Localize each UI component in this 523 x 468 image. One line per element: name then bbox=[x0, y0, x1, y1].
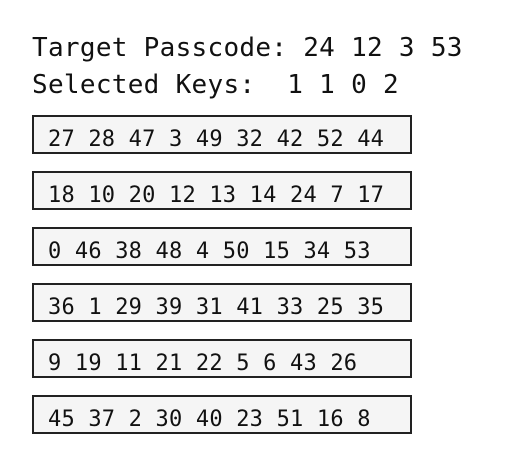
key-row-4[interactable]: 36 1 29 39 31 41 33 25 35 bbox=[32, 283, 412, 322]
key-row-5[interactable]: 9 19 11 21 22 5 6 43 26 bbox=[32, 339, 412, 378]
selected-keys-label: Selected Keys: 1 1 0 2 bbox=[32, 70, 399, 100]
key-row-values: 36 1 29 39 31 41 33 25 35 bbox=[48, 295, 385, 320]
key-row-values: 18 10 20 12 13 14 24 7 17 bbox=[48, 183, 385, 208]
key-row-values: 9 19 11 21 22 5 6 43 26 bbox=[48, 351, 358, 376]
target-passcode-label: Target Passcode: 24 12 3 53 bbox=[32, 33, 463, 63]
key-row-3[interactable]: 0 46 38 48 4 50 15 34 53 bbox=[32, 227, 412, 266]
key-row-6[interactable]: 45 37 2 30 40 23 51 16 8 bbox=[32, 395, 412, 434]
key-row-values: 45 37 2 30 40 23 51 16 8 bbox=[48, 407, 371, 432]
key-row-values: 0 46 38 48 4 50 15 34 53 bbox=[48, 239, 371, 264]
key-row-1[interactable]: 27 28 47 3 49 32 42 52 44 bbox=[32, 115, 412, 154]
key-row-values: 27 28 47 3 49 32 42 52 44 bbox=[48, 127, 385, 152]
key-row-2[interactable]: 18 10 20 12 13 14 24 7 17 bbox=[32, 171, 412, 210]
